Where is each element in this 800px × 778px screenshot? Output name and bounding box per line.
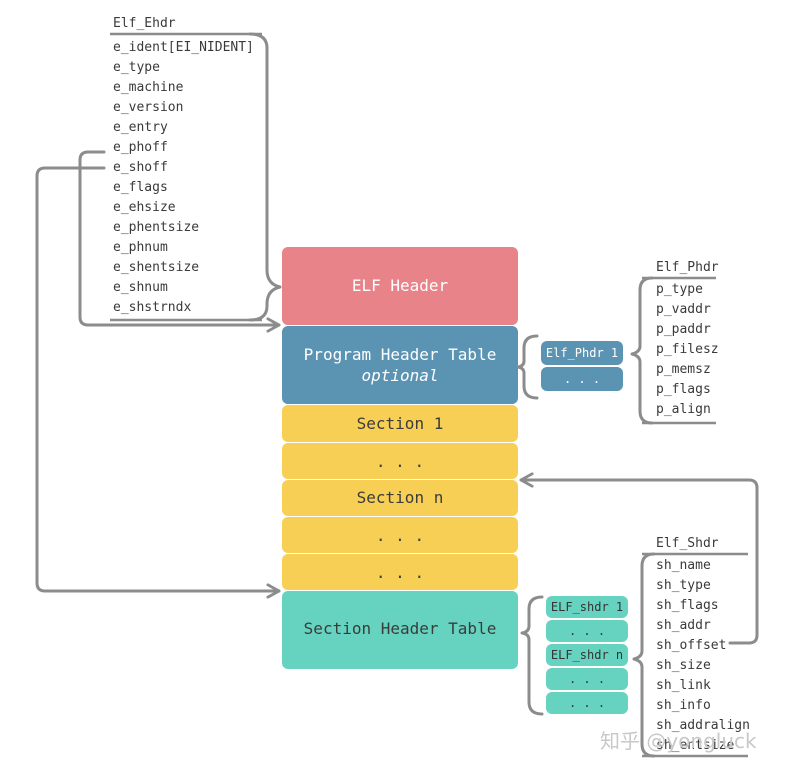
program-header-table-sublabel: optional xyxy=(361,366,438,385)
program-header-table-block xyxy=(282,326,518,404)
shdr-field: sh_type xyxy=(656,578,711,593)
shdr-field: sh_addr xyxy=(656,618,711,633)
ehdr-field: e_version xyxy=(113,100,183,115)
phdr-field: p_align xyxy=(656,402,711,417)
section-dots-label: . . . xyxy=(376,563,424,582)
elf-header-label: ELF Header xyxy=(352,276,449,295)
ehdr-field: e_phentsize xyxy=(113,220,199,235)
elf-file-layout: ELF Header Program Header Table optional… xyxy=(282,247,518,669)
phdr-entry xyxy=(541,341,623,365)
shdr-entry xyxy=(546,668,628,690)
ehdr-field: e_shentsize xyxy=(113,260,199,275)
phdr-title: Elf_Phdr xyxy=(656,260,719,275)
watermark-text: 知乎 @yongluck xyxy=(600,729,757,753)
ehdr-field: e_type xyxy=(113,60,160,75)
section-block-1 xyxy=(282,405,518,442)
shdr-entry xyxy=(546,596,628,618)
ehdr-field: e_phnum xyxy=(113,240,168,255)
section-header-table-label: Section Header Table xyxy=(304,619,497,638)
phdr-field: p_paddr xyxy=(656,322,711,337)
phdr-field: p_flags xyxy=(656,382,711,397)
shdr-field: sh_flags xyxy=(656,598,719,613)
shdr-field: sh_link xyxy=(656,678,711,693)
sh-offset-pointer-arrow xyxy=(519,480,759,645)
section-dots-label: . . . xyxy=(376,452,424,471)
ehdr-field: e_flags xyxy=(113,180,168,195)
shdr-entry-label: ELF_shdr 1 xyxy=(551,600,623,614)
shdr-field: sh_entsize xyxy=(656,738,734,753)
section-header-table-block xyxy=(282,591,518,669)
shdr-entry-label: . . . xyxy=(569,624,605,638)
ehdr-field: e_ehsize xyxy=(113,200,176,215)
phdr-field: p_filesz xyxy=(656,342,719,357)
ehdr-field: e_ident[EI_NIDENT] xyxy=(113,40,254,55)
ehdr-struct: Elf_Ehdr e_ident[EI_NIDENT] e_type e_mac… xyxy=(110,16,282,322)
section-block-dots xyxy=(282,443,518,479)
phdr-field: p_memsz xyxy=(656,362,711,377)
ehdr-brace xyxy=(248,32,282,322)
ehdr-field: e_shstrndx xyxy=(113,300,191,315)
ehdr-field: e_shoff xyxy=(113,160,168,175)
shdr-entry xyxy=(546,644,628,666)
section-block-dots xyxy=(282,554,518,590)
shdr-field: sh_name xyxy=(656,558,711,573)
phdr-field: p_vaddr xyxy=(656,302,711,317)
phdr-field: p_type xyxy=(656,282,703,297)
phdr-brace xyxy=(630,276,654,425)
shdr-struct: Elf_Shdr sh_name sh_type sh_flags sh_add… xyxy=(632,536,750,758)
ehdr-field: e_phoff xyxy=(113,140,168,155)
section-block-n xyxy=(282,480,518,516)
shdr-entries-brace xyxy=(520,595,544,716)
shdr-field: sh_info xyxy=(656,698,711,713)
ehdr-title: Elf_Ehdr xyxy=(113,16,176,31)
shoff-pointer-arrow xyxy=(35,166,281,591)
phoff-pointer-arrow xyxy=(78,150,281,325)
program-header-table-label: Program Header Table xyxy=(304,345,497,364)
phdr-entry-label: Elf_Phdr 1 xyxy=(546,346,618,360)
ehdr-field: e_shnum xyxy=(113,280,168,295)
shdr-entry-label: . . . xyxy=(569,696,605,710)
shdr-field: sh_offset xyxy=(656,638,726,653)
phdr-entry xyxy=(541,367,623,391)
shdr-field: sh_size xyxy=(656,658,711,673)
shdr-brace xyxy=(632,552,656,758)
shdr-field: sh_addralign xyxy=(656,718,750,733)
shdr-entry-label: ELF_shdr n xyxy=(551,648,623,662)
elf-header-block xyxy=(282,247,518,325)
shdr-entry-label: . . . xyxy=(569,672,605,686)
shdr-title: Elf_Shdr xyxy=(656,536,719,551)
phdr-entry-label: . . . xyxy=(564,372,600,386)
section-block-dots xyxy=(282,517,518,553)
section-1-label: Section 1 xyxy=(357,414,444,433)
section-dots-label: . . . xyxy=(376,526,424,545)
shdr-entry xyxy=(546,692,628,714)
phdr-struct: Elf_Phdr p_type p_vaddr p_paddr p_filesz… xyxy=(630,260,719,425)
ehdr-field: e_entry xyxy=(113,120,168,135)
phdr-entries-brace xyxy=(516,334,539,400)
ehdr-field: e_machine xyxy=(113,80,184,95)
shdr-entry xyxy=(546,620,628,642)
section-n-label: Section n xyxy=(357,488,444,507)
